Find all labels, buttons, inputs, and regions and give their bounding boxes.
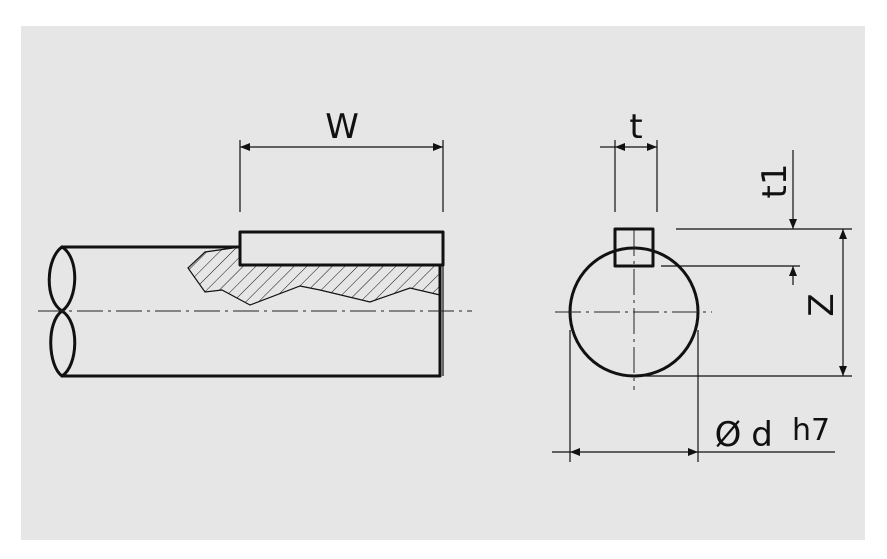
diameter-symbol: Ø	[715, 415, 742, 455]
tolerance-label: h7	[792, 413, 830, 448]
height-label: Z	[802, 293, 842, 316]
shaft-section-view: t t1 Z Ø d h7	[552, 107, 852, 462]
key-depth-label: t1	[755, 164, 795, 199]
side-hatch-region	[188, 247, 440, 305]
side-break-line	[187, 246, 441, 306]
diameter-label: d	[751, 415, 773, 455]
shaft-outline	[60, 245, 442, 378]
key-body	[238, 230, 445, 267]
section-key	[613, 227, 655, 268]
key-width-label: t	[629, 107, 642, 147]
shaft-side-view: W	[38, 107, 472, 378]
width-label: W	[325, 107, 359, 147]
